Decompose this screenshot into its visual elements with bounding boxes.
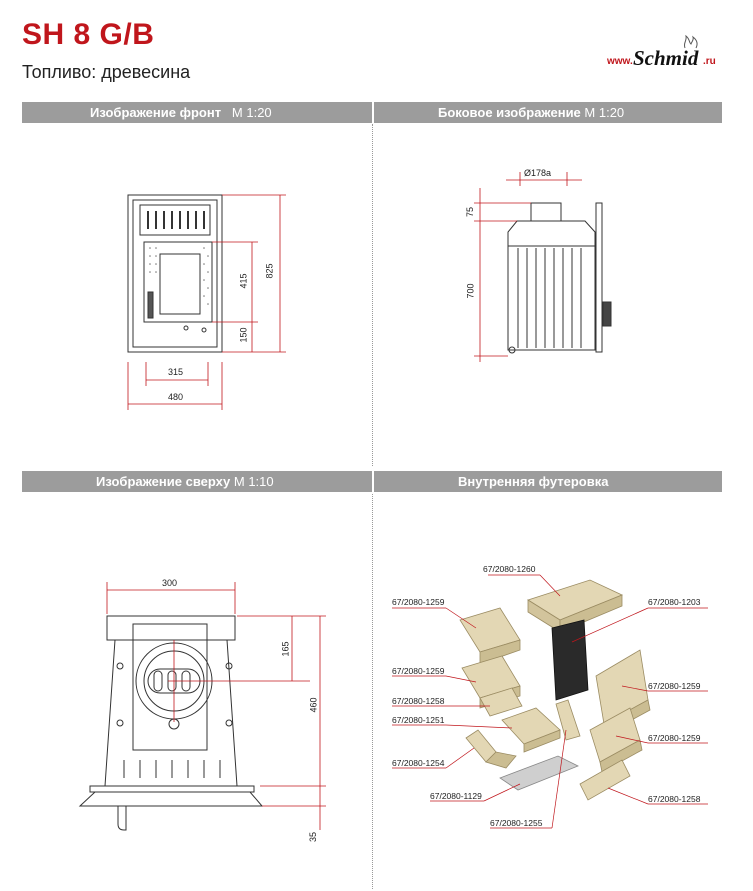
part-label-1255: 67/2080-1255 bbox=[490, 818, 543, 828]
top-view-bar: Изображение сверху M 1:10 bbox=[22, 471, 372, 492]
top-dim-width: 300 bbox=[162, 578, 178, 588]
logo-suffix: .ru bbox=[703, 56, 716, 67]
side-view-scale: M 1:20 bbox=[584, 105, 625, 120]
part-label-1129: 67/2080-1129 bbox=[430, 791, 482, 801]
part-label-1254: 67/2080-1254 bbox=[392, 758, 445, 768]
part-label-1203: 67/2080-1203 bbox=[648, 597, 701, 607]
front-view-title: Изображение фронт bbox=[90, 105, 222, 120]
top-view-title: Изображение сверху bbox=[96, 474, 231, 489]
flame-icon bbox=[683, 34, 698, 49]
front-view-bar: Изображение фронт M 1:20 bbox=[22, 102, 372, 123]
part-label-1258-a: 67/2080-1258 bbox=[392, 696, 445, 706]
logo-brand: Schmid bbox=[633, 46, 699, 70]
front-dim-width: 480 bbox=[168, 392, 184, 402]
schmid-logo: www. Schmid .ru bbox=[607, 34, 723, 76]
front-dim-inner-width: 315 bbox=[168, 367, 184, 377]
part-label-1258-b: 67/2080-1258 bbox=[648, 794, 701, 804]
front-view-scale: M 1:20 bbox=[231, 105, 272, 120]
part-label-1259-a: 67/2080-1259 bbox=[392, 597, 445, 607]
vertical-divider-top bbox=[372, 124, 373, 466]
part-label-1251: 67/2080-1251 bbox=[392, 715, 445, 725]
lining-bar: Внутренняя футеровка bbox=[374, 471, 722, 492]
side-view-title: Боковое изображение bbox=[438, 105, 581, 120]
part-label-1260: 67/2080-1260 bbox=[483, 564, 536, 574]
fuel-subtitle: Топливо: древесина bbox=[22, 62, 191, 82]
vertical-divider-bottom bbox=[372, 494, 373, 889]
part-label-1259-d: 67/2080-1259 bbox=[648, 733, 701, 743]
part-label-1259-b: 67/2080-1259 bbox=[392, 666, 445, 676]
top-view-scale: M 1:10 bbox=[233, 474, 274, 489]
part-label-1259-c: 67/2080-1259 bbox=[648, 681, 701, 691]
page-title: SH 8 G/B bbox=[22, 18, 155, 51]
side-dim-flue: Ø178a bbox=[524, 168, 552, 178]
lining-title: Внутренняя футеровка bbox=[458, 474, 609, 489]
logo-prefix: www. bbox=[607, 56, 633, 67]
side-view-bar: Боковое изображение M 1:20 bbox=[374, 102, 722, 123]
